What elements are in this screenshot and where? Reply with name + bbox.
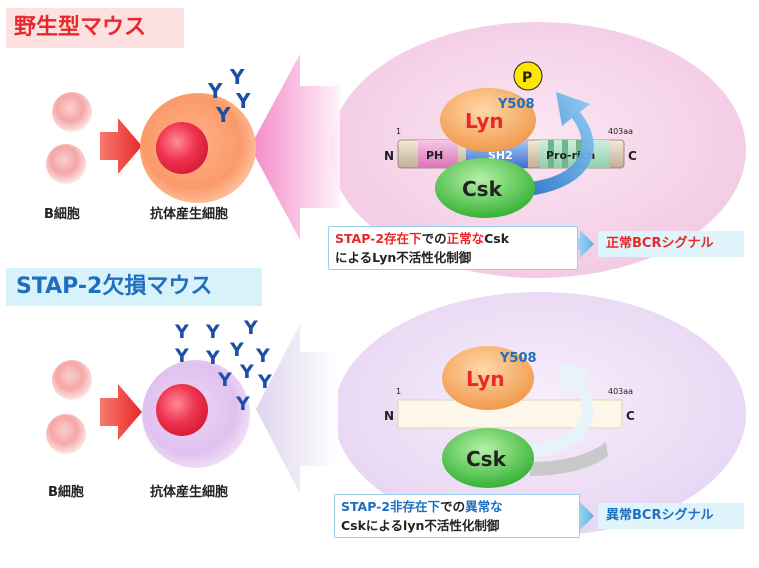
top-b-cell-2 [46, 144, 86, 184]
top-note-state: 正常な [446, 231, 485, 246]
bottom-antibody-3: Y [243, 317, 258, 339]
bottom-signal-arrow [568, 502, 594, 530]
top-note-line-1: STAP-2存在下での正常なCsk [335, 229, 571, 248]
top-domain-ph: PH [426, 149, 443, 162]
top-b-cell-label: B細胞 [44, 206, 80, 222]
bottom-note-state: 異常な [465, 499, 503, 514]
top-c-terminus: C [628, 149, 637, 163]
bottom-antibody-2: Y [205, 321, 220, 343]
bottom-b-cell-1 [52, 360, 92, 400]
top-note-condition: STAP-2存在下 [335, 231, 422, 246]
bottom-note-line-2: Cskによるlyn不活性化制御 [341, 518, 500, 533]
bottom-grey-arrow [530, 442, 608, 476]
bottom-csk-label: Csk [466, 447, 507, 471]
bottom-antibody-5: Y [205, 347, 220, 369]
bottom-plasma-nucleus [156, 384, 208, 436]
top-csk-protein [435, 158, 535, 218]
bottom-antibody-6: Y [229, 339, 244, 361]
top-note-connector: での [421, 231, 447, 246]
top-phosphorylation-arrow [528, 92, 594, 196]
top-start-residue: 1 [396, 127, 401, 136]
top-antibody-3: Y [235, 89, 251, 113]
bottom-antibody-9: Y [239, 361, 254, 383]
top-antibody-1: Y [207, 79, 223, 103]
top-end-residue: 403aa [608, 127, 633, 136]
top-phosphate [513, 61, 543, 91]
top-conversion-arrow [250, 54, 340, 240]
top-panel-title: 野生型マウス [6, 8, 184, 48]
top-antibody-4: Y [215, 103, 231, 127]
bottom-note-connector: での [440, 499, 466, 514]
bottom-plasma-cell-label: 抗体産生細胞 [150, 484, 228, 500]
bottom-antibody-8: Y [217, 369, 232, 391]
bottom-b-cell-2 [46, 414, 86, 454]
bottom-site-label: Y508 [499, 351, 537, 366]
top-phosphate-label: P [522, 70, 532, 86]
bottom-lyn-protein [442, 346, 534, 410]
bottom-antibody-1: Y [174, 321, 189, 343]
bottom-note-line-1: STAP-2非存在下での異常な [341, 497, 573, 516]
top-signal-label: 正常BCRシグナル [598, 231, 744, 257]
bottom-b-cell-label: B細胞 [48, 484, 84, 500]
bottom-mechanism-note: STAP-2非存在下での異常な Cskによるlyn不活性化制御 [334, 494, 580, 538]
top-plasma-cell-label: 抗体産生細胞 [150, 206, 228, 222]
bottom-signal-label: 異常BCRシグナル [598, 503, 744, 529]
top-mechanism-note: STAP-2存在下での正常なCsk によるLyn不活性化制御 [328, 226, 578, 270]
bottom-conversion-arrow [256, 324, 338, 494]
bottom-antibody-10: Y [257, 371, 272, 393]
top-plasma-nucleus [156, 122, 208, 174]
bottom-start-residue: 1 [396, 387, 401, 396]
bottom-end-residue: 403aa [608, 387, 633, 396]
top-note-kinase: Csk [484, 231, 510, 246]
top-signal-arrow [568, 230, 594, 258]
top-csk-label: Csk [462, 177, 503, 201]
bottom-panel-title: STAP-2欠損マウス [6, 268, 262, 306]
bottom-note-condition: STAP-2非存在下 [341, 499, 441, 514]
bottom-c-terminus: C [626, 409, 635, 423]
bottom-csk-protein [442, 428, 534, 488]
top-n-terminus: N [384, 149, 394, 163]
top-lyn-protein [440, 88, 536, 152]
bottom-antibody-11: Y [235, 393, 250, 415]
top-site-label: Y508 [497, 97, 535, 112]
top-differentiation-arrow [100, 118, 142, 174]
top-b-cell-1 [52, 92, 92, 132]
bottom-antibody-4: Y [174, 345, 189, 367]
top-note-line-2: によるLyn不活性化制御 [335, 250, 472, 265]
top-lyn-label: Lyn [465, 109, 504, 133]
bottom-antibody-7: Y [255, 345, 270, 367]
bottom-differentiation-arrow [100, 384, 142, 440]
top-antibody-2: Y [229, 65, 245, 89]
bottom-n-terminus: N [384, 409, 394, 423]
bottom-lyn-label: Lyn [466, 367, 505, 391]
bottom-faint-arrow [530, 360, 594, 458]
